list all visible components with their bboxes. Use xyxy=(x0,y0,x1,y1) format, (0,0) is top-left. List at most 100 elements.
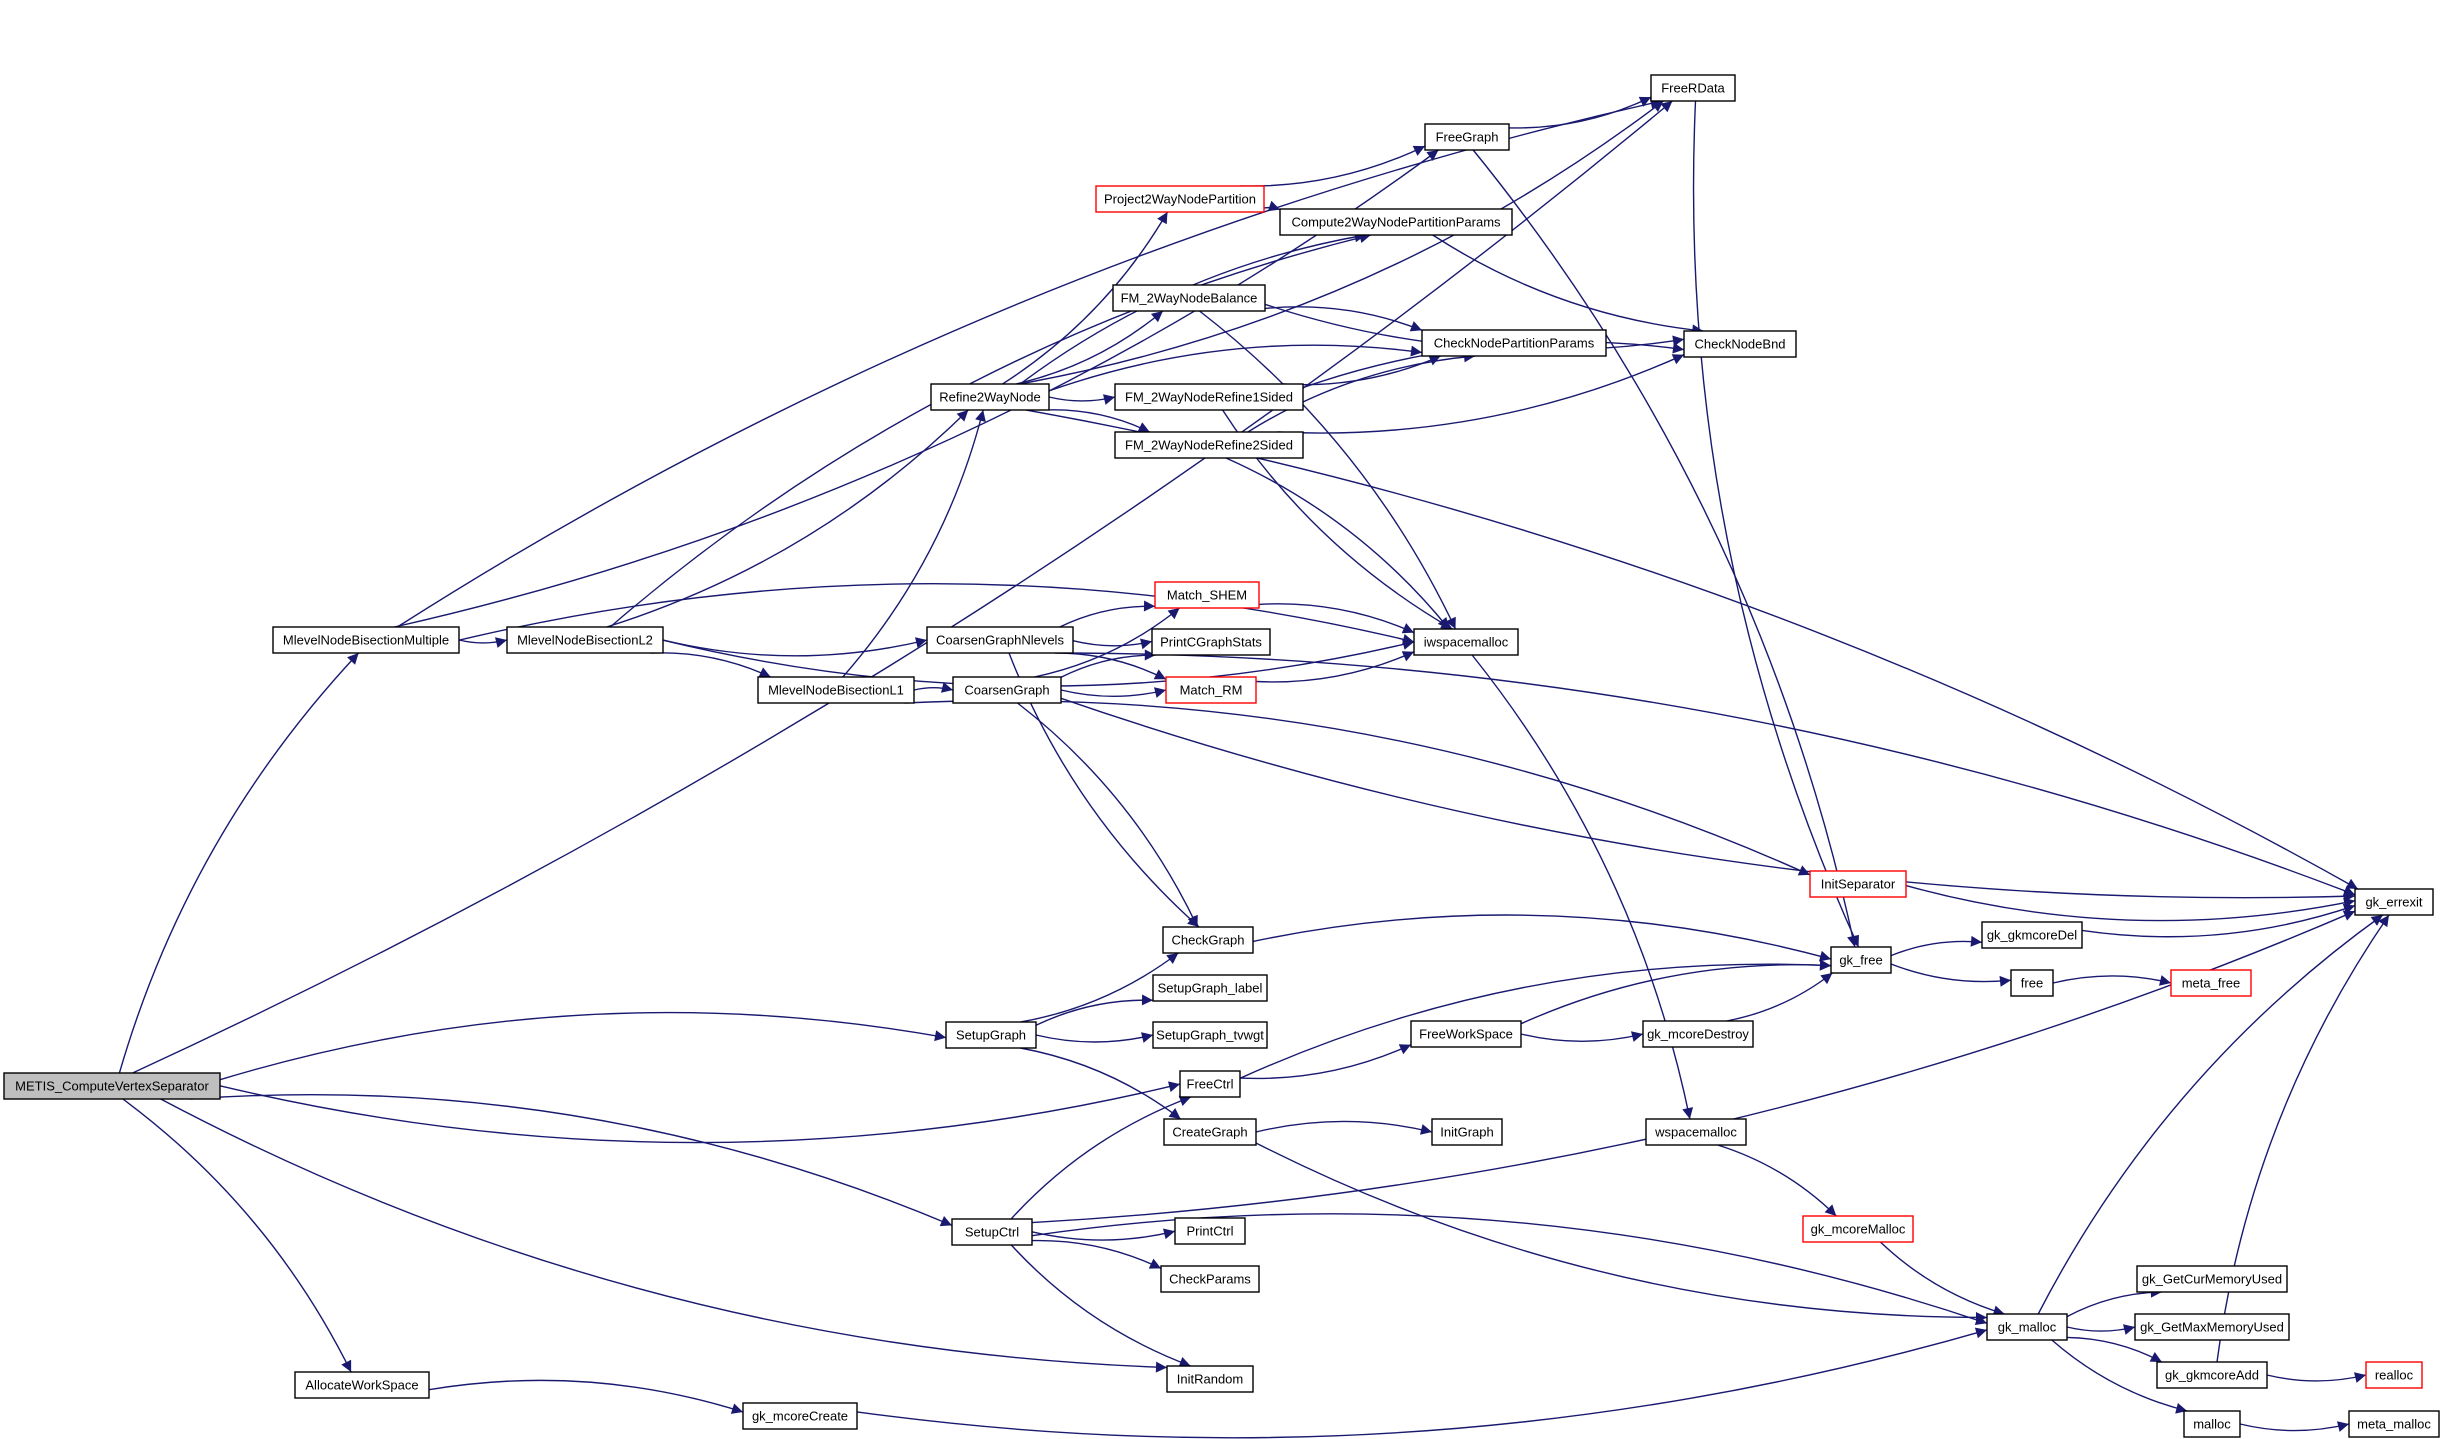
node-fm-2-way-node-refine1-sided[interactable]: FM_2WayNodeRefine1Sided xyxy=(1114,383,1304,411)
node-gk-mcore-malloc[interactable]: gk_mcoreMalloc xyxy=(1802,1215,1914,1243)
node-match-rm[interactable]: Match_RM xyxy=(1165,676,1257,704)
node-gk-mcore-create[interactable]: gk_mcoreCreate xyxy=(742,1402,858,1430)
edge-gk-malloc-to-gk-get-max-memory-used xyxy=(2066,1324,2136,1335)
node-gk-gkmcore-del[interactable]: gk_gkmcoreDel xyxy=(1981,921,2083,949)
edge-free-graph-to-gk-free xyxy=(1472,149,1858,948)
node-free-graph[interactable]: FreeGraph xyxy=(1424,123,1510,151)
node-gk-get-cur-memory-used[interactable]: gk_GetCurMemoryUsed xyxy=(2136,1265,2288,1293)
edge-gk-mcore-create-to-gk-malloc xyxy=(856,1327,1988,1439)
node-label: InitRandom xyxy=(1177,1372,1243,1387)
node-setup-graph[interactable]: SetupGraph xyxy=(945,1021,1037,1049)
edge-gk-gkmcore-del-to-gk-errexit xyxy=(2081,903,2356,938)
node-box xyxy=(1162,926,1254,954)
node-setup-graph-tvwgt[interactable]: SetupGraph_tvwgt xyxy=(1152,1021,1268,1049)
node-label: CheckNodeBnd xyxy=(1694,337,1785,352)
node-free[interactable]: free xyxy=(2010,969,2054,997)
node-gk-gkmcore-add[interactable]: gk_gkmcoreAdd xyxy=(2156,1361,2268,1389)
node-fm-2-way-node-refine2-sided[interactable]: FM_2WayNodeRefine2Sided xyxy=(1114,431,1304,459)
node-gk-free[interactable]: gk_free xyxy=(1830,946,1892,974)
node-box xyxy=(1802,1215,1914,1243)
edge-coarsen-graph-to-match-shem xyxy=(1034,607,1181,678)
node-label: FreeRData xyxy=(1661,81,1725,96)
node-refine2-way-node[interactable]: Refine2WayNode xyxy=(930,383,1050,411)
node-coarsen-graph-nlevels[interactable]: CoarsenGraphNlevels xyxy=(926,626,1074,654)
node-meta-malloc[interactable]: meta_malloc xyxy=(2348,1410,2440,1438)
node-print-ctrl[interactable]: PrintCtrl xyxy=(1174,1217,1246,1245)
edge-mlevel-node-bisection-multiple-to-iwspacemalloc xyxy=(458,583,1415,645)
node-label: FreeGraph xyxy=(1436,130,1499,145)
node-label: SetupGraph_tvwgt xyxy=(1156,1028,1264,1043)
edge-coarsen-graph-nlevels-to-gk-errexit xyxy=(1069,652,2356,896)
node-box xyxy=(272,626,460,654)
edges-layer xyxy=(118,96,2390,1439)
node-iwspacemalloc[interactable]: iwspacemalloc xyxy=(1413,628,1519,656)
node-label: FreeCtrl xyxy=(1187,1077,1234,1092)
node-fm-2-way-node-balance[interactable]: FM_2WayNodeBalance xyxy=(1112,284,1266,312)
node-mlevel-node-bisection-l1[interactable]: MlevelNodeBisectionL1 xyxy=(757,676,915,704)
node-check-node-partition-params[interactable]: CheckNodePartitionParams xyxy=(1421,329,1607,357)
node-box xyxy=(757,676,915,704)
node-allocate-work-space[interactable]: AllocateWorkSpace xyxy=(294,1371,430,1399)
edge-fm-2-way-node-balance-to-check-node-partition-params xyxy=(1264,306,1423,332)
node-realloc[interactable]: realloc xyxy=(2365,1361,2423,1389)
node-label: FM_2WayNodeBalance xyxy=(1121,291,1258,306)
node-create-graph[interactable]: CreateGraph xyxy=(1163,1118,1257,1146)
edge-compute2-way-node-partition-params-to-check-node-bnd xyxy=(1432,234,1704,336)
edge-free-ctrl-to-gk-free xyxy=(1239,959,1832,1079)
node-box xyxy=(1830,946,1892,974)
node-init-random[interactable]: InitRandom xyxy=(1166,1365,1254,1393)
node-meta-free[interactable]: meta_free xyxy=(2170,969,2252,997)
node-box xyxy=(945,1021,1037,1049)
edge-free-graph-to-free-rdata xyxy=(1508,96,1652,129)
node-label: gk_GetCurMemoryUsed xyxy=(2142,1272,2282,1287)
node-label: gk_mcoreCreate xyxy=(752,1409,848,1424)
node-label: CheckParams xyxy=(1169,1272,1251,1287)
node-wspacemalloc[interactable]: wspacemalloc xyxy=(1645,1118,1747,1146)
node-label: meta_free xyxy=(2182,976,2241,991)
node-init-separator[interactable]: InitSeparator xyxy=(1809,870,1907,898)
node-gk-errexit[interactable]: gk_errexit xyxy=(2354,888,2434,916)
edge-fm-2-way-node-refine2-sided-to-check-node-partition-params xyxy=(1247,351,1476,433)
node-box xyxy=(2156,1361,2268,1389)
edge-gk-malloc-to-gk-errexit xyxy=(2037,914,2384,1315)
node-setup-graph-label[interactable]: SetupGraph_label xyxy=(1152,974,1268,1002)
node-label: METIS_ComputeVertexSeparator xyxy=(15,1079,209,1094)
node-mlevel-node-bisection-l2[interactable]: MlevelNodeBisectionL2 xyxy=(506,626,664,654)
node-mlevel-node-bisection-multiple[interactable]: MlevelNodeBisectionMultiple xyxy=(272,626,460,654)
node-setup-ctrl[interactable]: SetupCtrl xyxy=(951,1218,1033,1246)
node-project2-way-node-partition[interactable]: Project2WayNodePartition xyxy=(1095,185,1265,213)
edge-check-graph-to-gk-free xyxy=(1252,914,1832,962)
node-check-graph[interactable]: CheckGraph xyxy=(1162,926,1254,954)
node-free-ctrl[interactable]: FreeCtrl xyxy=(1179,1070,1241,1098)
node-box xyxy=(2348,1410,2440,1438)
node-match-shem[interactable]: Match_SHEM xyxy=(1154,581,1260,609)
node-malloc[interactable]: malloc xyxy=(2183,1410,2241,1438)
node-init-graph[interactable]: InitGraph xyxy=(1431,1118,1503,1146)
node-box xyxy=(1160,1265,1260,1293)
node-gk-mcore-destroy[interactable]: gk_mcoreDestroy xyxy=(1642,1020,1754,1048)
node-check-params[interactable]: CheckParams xyxy=(1160,1265,1260,1293)
node-box xyxy=(1152,1021,1268,1049)
node-check-node-bnd[interactable]: CheckNodeBnd xyxy=(1683,330,1797,358)
node-free-work-space[interactable]: FreeWorkSpace xyxy=(1410,1020,1522,1048)
node-label: FreeWorkSpace xyxy=(1419,1027,1513,1042)
node-gk-malloc[interactable]: gk_malloc xyxy=(1986,1313,2068,1341)
node-label: CreateGraph xyxy=(1172,1125,1247,1140)
node-gk-get-max-memory-used[interactable]: gk_GetMaxMemoryUsed xyxy=(2134,1313,2290,1341)
node-print-cgraph-stats[interactable]: PrintCGraphStats xyxy=(1151,628,1271,656)
node-label: AllocateWorkSpace xyxy=(305,1378,418,1393)
node-free-rdata[interactable]: FreeRData xyxy=(1650,74,1736,102)
edge-setup-graph-to-create-graph xyxy=(1020,1047,1182,1120)
edge-allocate-work-space-to-gk-mcore-create xyxy=(428,1379,744,1414)
node-compute2-way-node-partition-params[interactable]: Compute2WayNodePartitionParams xyxy=(1279,208,1513,236)
node-metis-compute-vertex-separator[interactable]: METIS_ComputeVertexSeparator xyxy=(3,1072,221,1100)
node-label: gk_GetMaxMemoryUsed xyxy=(2140,1320,2284,1335)
node-label: Match_RM xyxy=(1180,683,1243,698)
node-box xyxy=(1112,284,1266,312)
edge-setup-ctrl-to-print-ctrl xyxy=(1031,1228,1176,1241)
edge-coarsen-graph-nlevels-to-print-cgraph-stats xyxy=(1072,638,1153,650)
nodes-layer: METIS_ComputeVertexSeparator MlevelNodeBi… xyxy=(3,74,2440,1438)
edge-gk-mcore-destroy-to-gk-free xyxy=(1726,972,1833,1022)
node-coarsen-graph[interactable]: CoarsenGraph xyxy=(952,676,1062,704)
node-label: SetupGraph_label xyxy=(1158,981,1263,996)
